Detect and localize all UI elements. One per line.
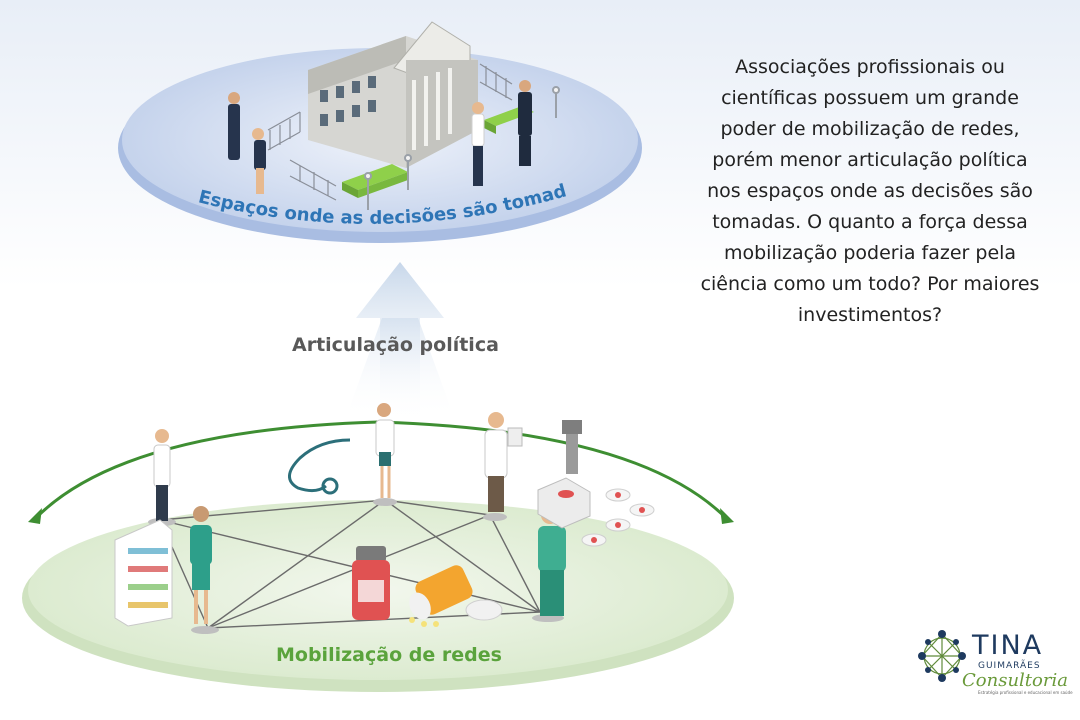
person-woman-center	[373, 403, 397, 506]
lamp-posts	[364, 86, 560, 210]
logo-tagline: Estratégia profissional e educacional em…	[978, 690, 1073, 695]
company-logo: TINA GUIMARÃES Consultoria Estratégia pr…	[914, 626, 1073, 696]
pill-bottle-orange	[409, 565, 503, 627]
microscope-icon	[537, 420, 591, 529]
network-logo-icon	[918, 630, 966, 682]
petri-dishes	[581, 488, 655, 547]
fence-left	[267, 111, 337, 201]
stethoscope-icon	[288, 438, 351, 495]
mobilization-label: Mobilização de redes	[276, 644, 502, 666]
arrowhead-right	[720, 508, 734, 524]
articulation-label: Articulação política	[292, 334, 499, 356]
logo-script: Consultoria	[962, 670, 1068, 691]
side-description-text: Associações profissionais ou científicas…	[700, 56, 1040, 326]
fence-right	[479, 63, 513, 101]
person-nurse-teal	[190, 506, 219, 634]
pharmacy-shelf	[114, 519, 173, 627]
person-doctor-left	[148, 429, 176, 526]
government-building	[308, 21, 478, 168]
logo-name: TINA	[972, 630, 1044, 661]
logo-surname: GUIMARÃES	[978, 661, 1041, 671]
medicine-bottle-red	[352, 546, 390, 620]
person-surgeon	[532, 506, 566, 622]
arrowhead-left	[28, 508, 42, 524]
up-arrow	[345, 262, 455, 420]
person-doctor-right	[483, 412, 523, 521]
businessmen-group	[228, 80, 532, 194]
